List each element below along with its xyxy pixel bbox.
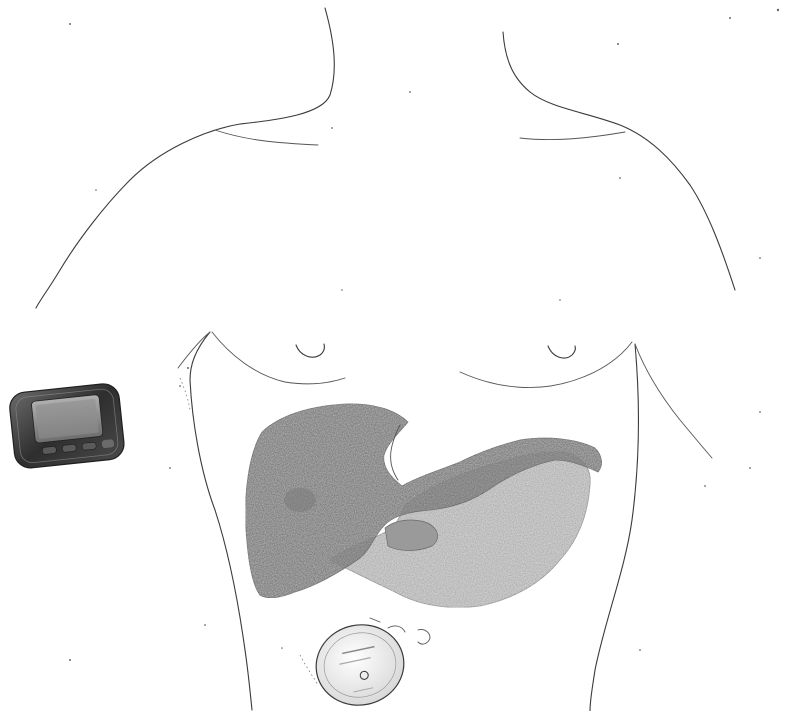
glucose-monitor-receiver — [8, 382, 125, 469]
gallbladder — [385, 520, 438, 551]
liver-lesion — [284, 488, 316, 512]
torso-outline — [36, 8, 735, 711]
sensor-transmitter-patch — [309, 617, 412, 711]
